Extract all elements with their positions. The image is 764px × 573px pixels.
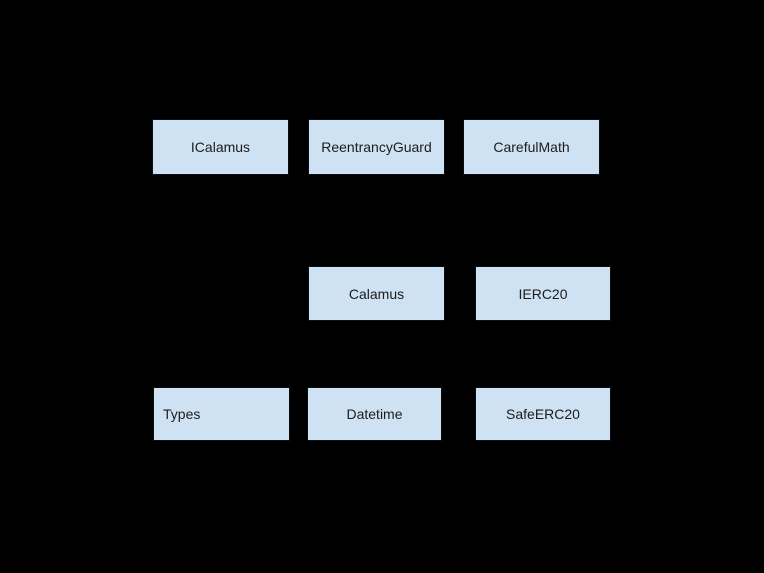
node-reentrancyguard-label: ReentrancyGuard (321, 139, 432, 155)
node-carefulmath: CarefulMath (463, 119, 600, 175)
node-calamus-label: Calamus (348, 285, 405, 302)
node-datetime-label: Datetime (346, 406, 403, 422)
node-ierc20: IERC20 (475, 266, 611, 321)
node-datetime: Datetime (307, 387, 442, 441)
node-safeerc20: SafeERC20 (475, 387, 611, 441)
node-types: Types (153, 387, 290, 441)
node-icalamus: ICalamus (152, 119, 289, 175)
node-icalamus-label: ICalamus (190, 139, 251, 155)
node-types-label: Types (163, 406, 201, 422)
node-calamus: Calamus (308, 266, 445, 321)
node-reentrancyguard: ReentrancyGuard (308, 119, 445, 175)
node-safeerc20-label: SafeERC20 (506, 406, 580, 422)
node-ierc20-label: IERC20 (518, 285, 568, 302)
node-carefulmath-label: CarefulMath (493, 139, 570, 155)
